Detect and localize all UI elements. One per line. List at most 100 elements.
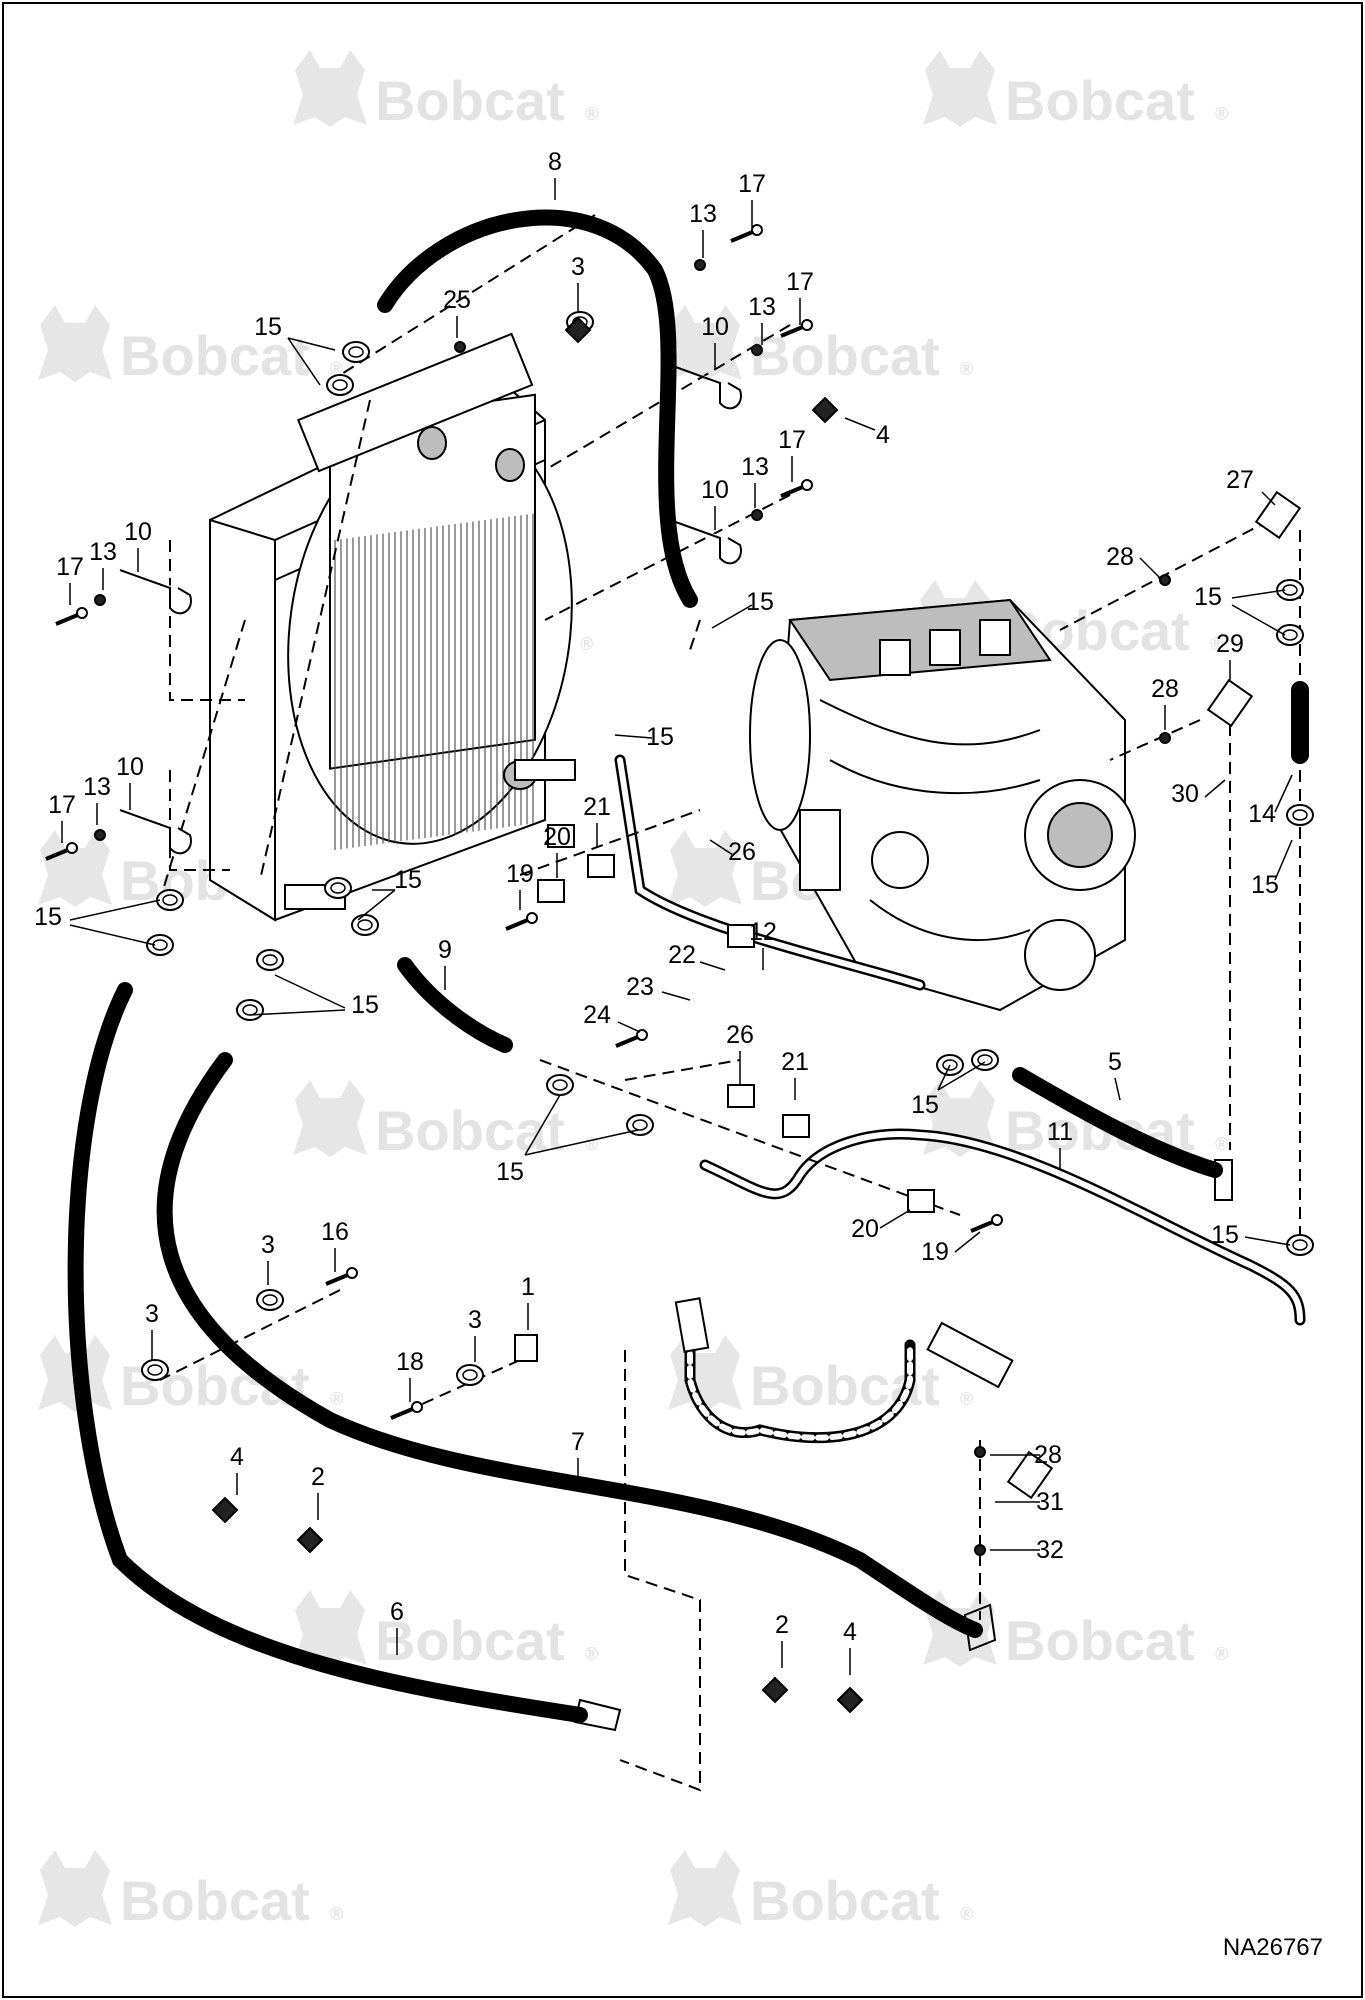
clip xyxy=(811,396,839,424)
clip xyxy=(296,1526,324,1554)
callout-1: 1 xyxy=(521,1273,535,1330)
callout-16: 16 xyxy=(321,1218,349,1272)
callout-number: 3 xyxy=(145,1300,159,1328)
watermark-text: Bobcat xyxy=(750,324,940,387)
callout-12: 12 xyxy=(749,918,777,970)
callout-number: 16 xyxy=(321,1218,349,1246)
bolt xyxy=(780,319,813,338)
callout-number: 15 xyxy=(911,1091,939,1119)
callout-number: 21 xyxy=(583,793,611,821)
callout-number: 31 xyxy=(1036,1488,1064,1516)
watermark-mark: ® xyxy=(960,359,973,379)
callout-number: 24 xyxy=(583,1001,611,1029)
callout-28: 28 xyxy=(990,1441,1062,1469)
callout-25: 25 xyxy=(443,286,471,338)
bobcat-watermark: Bobcat® xyxy=(668,1335,973,1417)
watermark-text: Bobcat xyxy=(750,1869,940,1932)
callout-15: 15 xyxy=(1211,1221,1291,1249)
watermark-text: Bobcat xyxy=(120,1869,310,1932)
hose-clamp xyxy=(256,949,284,971)
watermark-text: Bobcat xyxy=(375,69,565,132)
callout-number: 19 xyxy=(921,1238,949,1266)
hose-clamp xyxy=(324,877,352,899)
callout-number: 21 xyxy=(781,1048,809,1076)
callout-number: 25 xyxy=(443,286,471,314)
callout-13: 13 xyxy=(741,453,769,508)
callout-15: 15 xyxy=(249,974,379,1019)
clip xyxy=(761,1676,789,1704)
callout-27: 27 xyxy=(1226,466,1276,506)
fitting xyxy=(1206,678,1254,728)
callout-number: 2 xyxy=(311,1463,325,1491)
callout-15: 15 xyxy=(357,866,422,921)
assembly-lines xyxy=(159,214,1301,1792)
callout-number: 12 xyxy=(749,918,777,946)
callout-15: 15 xyxy=(1251,839,1293,899)
callout-number: 3 xyxy=(571,253,585,281)
spacer xyxy=(514,1334,538,1362)
callout-number: 32 xyxy=(1036,1536,1064,1564)
washer xyxy=(94,594,106,606)
callout-13: 13 xyxy=(89,538,117,590)
watermark-mark: ® xyxy=(960,1904,973,1924)
callout-number: 29 xyxy=(1216,630,1244,658)
watermark-mark: ® xyxy=(330,1904,343,1924)
callout-21: 21 xyxy=(583,793,611,848)
callout-number: 4 xyxy=(230,1443,244,1471)
hose-7 xyxy=(156,1052,983,1638)
tube-clamp-block xyxy=(727,924,755,948)
callout-15: 15 xyxy=(1194,583,1286,636)
bobcat-watermark: Bobcat® xyxy=(923,1080,1228,1162)
callout-32: 32 xyxy=(990,1536,1064,1564)
callout-3: 3 xyxy=(468,1306,482,1362)
hose-clamp xyxy=(326,374,354,396)
bolt xyxy=(970,1214,1003,1233)
callout-number: 30 xyxy=(1171,780,1199,808)
callout-24: 24 xyxy=(583,1001,641,1033)
callout-number: 15 xyxy=(1211,1221,1239,1249)
watermark-mark: ® xyxy=(585,1644,598,1664)
washer xyxy=(694,259,706,271)
bolt xyxy=(730,224,763,243)
callout-number: 2 xyxy=(775,1611,789,1639)
callout-number: 10 xyxy=(701,476,729,504)
callout-number: 15 xyxy=(746,588,774,616)
callout-number: 5 xyxy=(1108,1048,1122,1076)
hoses xyxy=(67,209,1309,1732)
callout-number: 26 xyxy=(728,838,756,866)
watermark-layer: Bobcat ® Bobcat ® Bobcat ® Bobcat ® Bobcat ® Bobca… xyxy=(38,50,1228,1932)
hose-clamp xyxy=(141,1359,169,1381)
callout-number: 19 xyxy=(506,860,534,888)
callout-28: 28 xyxy=(1106,543,1161,579)
callout-number: 20 xyxy=(851,1215,879,1243)
callout-number: 3 xyxy=(468,1306,482,1334)
watermark-mark: ® xyxy=(585,1134,598,1154)
bobcat-watermark: Bobcat ® xyxy=(668,305,973,387)
callout-13: 13 xyxy=(83,773,111,825)
callout-number: 15 xyxy=(646,723,674,751)
callout-number: 8 xyxy=(548,148,562,176)
watermark-text: Bobcat xyxy=(1005,1609,1195,1672)
washer xyxy=(1159,574,1171,586)
mounting-bracket xyxy=(669,519,742,565)
bobcat-watermark: Bobcat ® xyxy=(293,1080,598,1162)
callout-number: 10 xyxy=(124,518,152,546)
hose-clamp xyxy=(351,914,379,936)
hose-clamp xyxy=(1286,804,1314,826)
washer xyxy=(751,344,763,356)
callout-number: 14 xyxy=(1248,800,1276,828)
mounting-bracket xyxy=(669,364,742,410)
hose-clamp xyxy=(236,999,264,1021)
watermark-mark: ® xyxy=(1215,104,1228,124)
watermark-text: Bobcat xyxy=(1005,69,1195,132)
callout-number: 13 xyxy=(748,293,776,321)
watermark-text: Bobcat xyxy=(375,1099,565,1162)
callout-10: 10 xyxy=(701,476,729,530)
callout-17: 17 xyxy=(786,268,814,325)
callout-number: 4 xyxy=(876,421,890,449)
fitting xyxy=(1254,490,1302,540)
callout-2: 2 xyxy=(311,1463,325,1520)
callout-number: 13 xyxy=(741,453,769,481)
bobcat-watermark: Bobcat ® xyxy=(923,50,1228,132)
hose-9 xyxy=(397,957,513,1053)
